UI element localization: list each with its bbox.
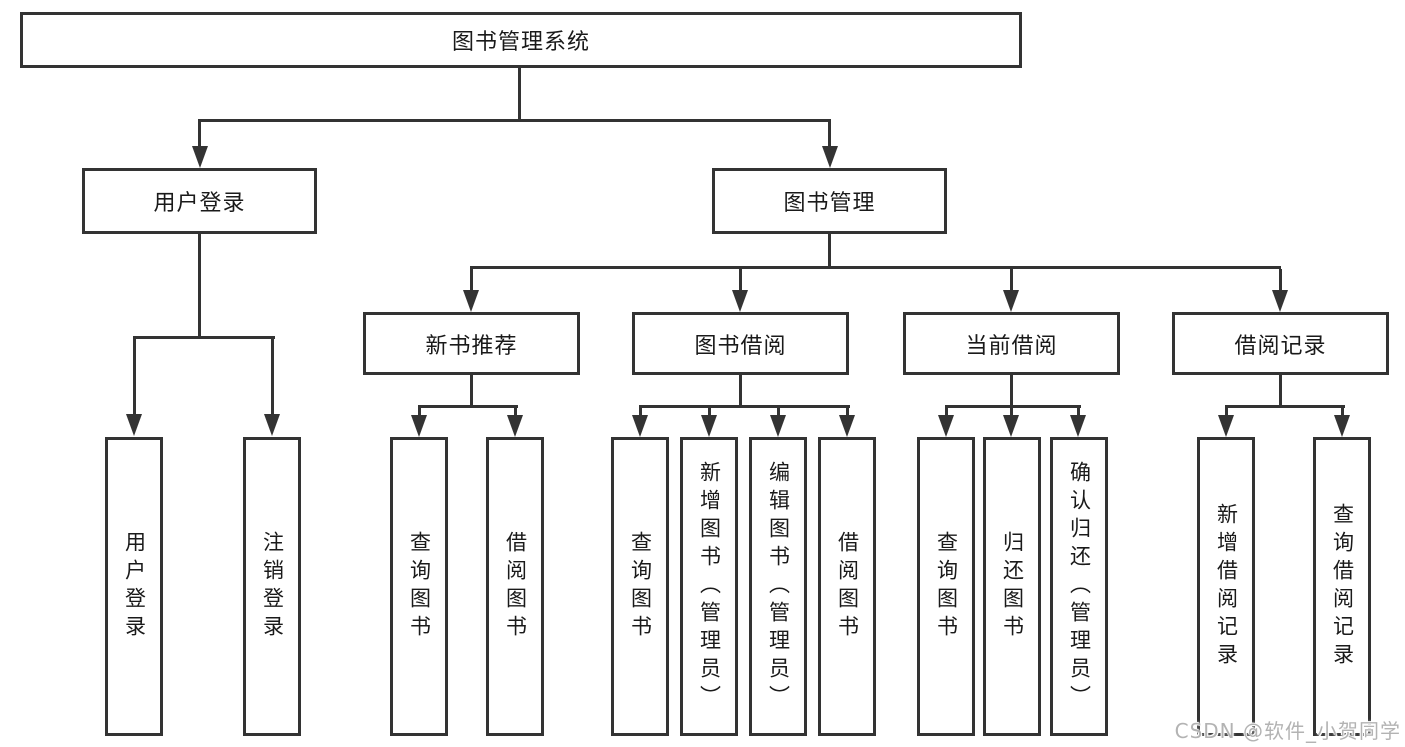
leaf-records-add-label: 新增借阅记录	[1214, 502, 1239, 671]
connector-line	[828, 122, 831, 146]
arrow-down-icon	[732, 290, 748, 312]
connector-line	[470, 375, 473, 407]
connector-line	[945, 405, 1081, 408]
node-borrow-records-label: 借阅记录	[1234, 333, 1327, 359]
connector-line	[198, 122, 201, 146]
connector-line	[639, 405, 850, 408]
connector-line	[1010, 408, 1013, 415]
leaf-logout: 注销登录	[243, 437, 301, 736]
node-user-login: 用户登录	[82, 168, 317, 234]
connector-line	[1341, 408, 1344, 415]
leaf-records-query: 查询借阅记录	[1313, 437, 1371, 736]
connector-line	[1279, 375, 1282, 407]
arrow-down-icon	[264, 414, 280, 436]
node-new-book-rec-label: 新书推荐	[425, 333, 518, 359]
connector-line	[639, 408, 642, 415]
connector-line	[828, 234, 831, 268]
connector-line	[777, 408, 780, 415]
arrow-down-icon	[1218, 415, 1234, 437]
connector-line	[1077, 408, 1080, 415]
leaf-current-return: 归还图书	[983, 437, 1041, 736]
connector-line	[470, 266, 1281, 269]
leaf-borrow-query: 查询图书	[611, 437, 669, 736]
connector-line	[945, 408, 948, 415]
leaf-newbook-borrow: 借阅图书	[486, 437, 544, 736]
arrow-down-icon	[1334, 415, 1350, 437]
leaf-records-add: 新增借阅记录	[1197, 437, 1255, 736]
connector-line	[418, 408, 421, 415]
connector-line	[1010, 375, 1013, 407]
leaf-user-login: 用户登录	[105, 437, 163, 736]
leaf-borrow-query-label: 查询图书	[628, 530, 653, 643]
arrow-down-icon	[126, 414, 142, 436]
connector-line	[418, 405, 518, 408]
arrow-down-icon	[770, 415, 786, 437]
leaf-current-query: 查询图书	[917, 437, 975, 736]
connector-line	[133, 339, 136, 415]
connector-line	[846, 408, 849, 415]
connector-line	[739, 269, 742, 290]
leaf-newbook-query-label: 查询图书	[407, 530, 432, 643]
arrow-down-icon	[822, 146, 838, 168]
leaf-borrow-edit-label: 编辑图书（管理员）	[766, 460, 791, 713]
connector-line	[198, 234, 201, 338]
connector-line	[470, 269, 473, 290]
arrow-down-icon	[839, 415, 855, 437]
connector-line	[271, 339, 274, 415]
node-user-login-label: 用户登录	[153, 191, 246, 216]
leaf-current-return-label: 归还图书	[1000, 530, 1025, 643]
node-root-label: 图书管理系统	[451, 30, 590, 55]
connector-line	[1225, 408, 1228, 415]
arrow-down-icon	[938, 415, 954, 437]
node-book-mgmt-label: 图书管理	[783, 191, 876, 216]
leaf-user-login-label: 用户登录	[122, 530, 147, 643]
arrow-down-icon	[701, 415, 717, 437]
connector-line	[198, 119, 831, 122]
connector-line	[708, 408, 711, 415]
arrow-down-icon	[1003, 415, 1019, 437]
connector-line	[514, 408, 517, 415]
node-book-mgmt: 图书管理	[712, 168, 947, 234]
node-new-book-rec: 新书推荐	[363, 312, 580, 375]
arrow-down-icon	[463, 290, 479, 312]
leaf-current-confirm-label: 确认归还（管理员）	[1067, 460, 1092, 713]
leaf-borrow-add-label: 新增图书（管理员）	[697, 460, 722, 713]
arrow-down-icon	[1003, 290, 1019, 312]
arrow-down-icon	[411, 415, 427, 437]
arrow-down-icon	[1070, 415, 1086, 437]
leaf-newbook-query: 查询图书	[390, 437, 448, 736]
leaf-borrow-borrow: 借阅图书	[818, 437, 876, 736]
leaf-borrow-borrow-label: 借阅图书	[835, 530, 860, 643]
arrow-down-icon	[192, 146, 208, 168]
node-borrow-records: 借阅记录	[1172, 312, 1389, 375]
arrow-down-icon	[632, 415, 648, 437]
node-current-borrow-label: 当前借阅	[965, 333, 1058, 359]
leaf-newbook-borrow-label: 借阅图书	[503, 530, 528, 643]
leaf-current-confirm: 确认归还（管理员）	[1050, 437, 1108, 736]
leaf-borrow-edit: 编辑图书（管理员）	[749, 437, 807, 736]
connector-line	[1010, 269, 1013, 290]
connector-line	[518, 68, 521, 119]
leaf-current-query-label: 查询图书	[934, 530, 959, 643]
node-current-borrow: 当前借阅	[903, 312, 1120, 375]
leaf-borrow-add: 新增图书（管理员）	[680, 437, 738, 736]
connector-line	[1225, 405, 1345, 408]
leaf-logout-label: 注销登录	[260, 530, 285, 643]
node-book-borrow: 图书借阅	[632, 312, 849, 375]
csdn-watermark: CSDN @软件_小贺同学	[1174, 719, 1401, 743]
node-root: 图书管理系统	[20, 12, 1022, 68]
node-book-borrow-label: 图书借阅	[694, 333, 787, 359]
connector-line	[739, 375, 742, 407]
connector-line	[133, 336, 275, 339]
arrow-down-icon	[507, 415, 523, 437]
connector-line	[1279, 269, 1282, 290]
arrow-down-icon	[1272, 290, 1288, 312]
leaf-records-query-label: 查询借阅记录	[1330, 502, 1355, 671]
